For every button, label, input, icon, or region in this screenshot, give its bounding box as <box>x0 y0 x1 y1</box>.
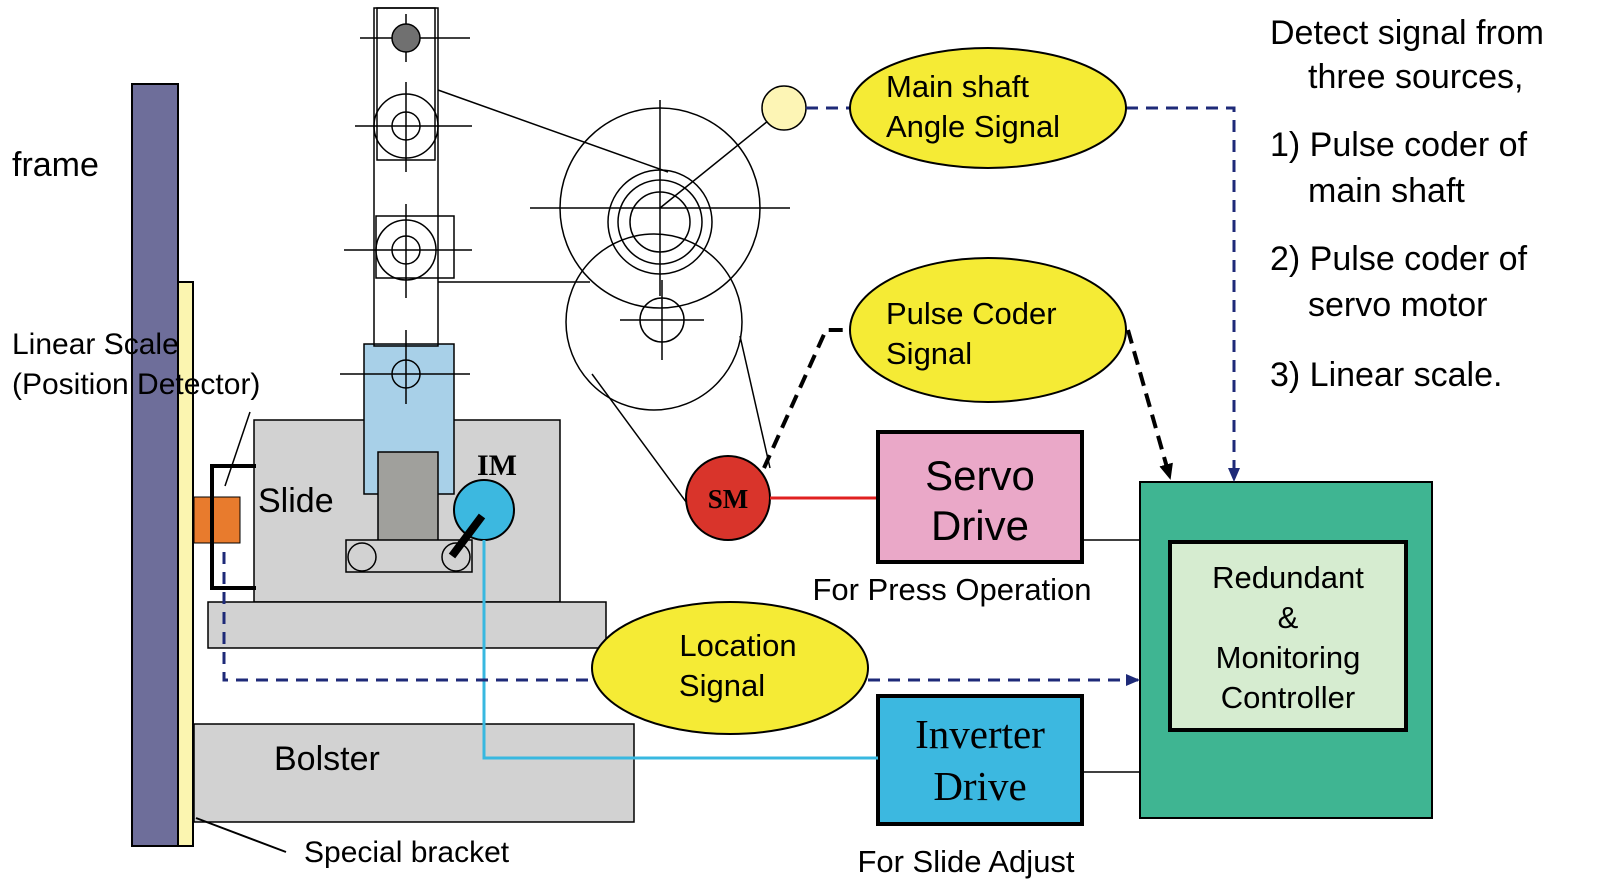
sensor-bracket <box>210 464 256 590</box>
inverter-drive-box <box>876 694 1084 826</box>
main-shaft-signal-ellipse <box>849 47 1127 169</box>
servo-drive-label-1: Servo <box>925 452 1035 499</box>
location-signal-ellipse <box>591 601 869 735</box>
special-bracket-label: Special bracket <box>304 836 510 869</box>
die-roller-left <box>347 542 377 572</box>
linear-scale-sensor <box>193 496 241 544</box>
main-shaft-signal-label-2: Angle Signal <box>886 109 1060 144</box>
special-bracket <box>177 281 194 847</box>
notes-line-2: three sources, <box>1308 58 1523 96</box>
location-signal-line-a <box>222 552 592 682</box>
for-press-operation-label: For Press Operation <box>812 572 1091 607</box>
pulse-coder-signal-label-2: Signal <box>886 336 972 371</box>
sm-label: SM <box>708 484 749 514</box>
notes-item-3: 3) Linear scale. <box>1270 356 1502 394</box>
controller-label-2: & <box>1278 600 1299 635</box>
notes-item-2-line-1: 2) Pulse coder of <box>1270 240 1528 278</box>
im-to-inverter-cable <box>482 540 878 760</box>
frame-column <box>131 83 179 847</box>
controller-label-4: Controller <box>1221 680 1355 715</box>
lower-pulley <box>565 233 743 411</box>
die-block <box>377 451 439 543</box>
main-shaft-signal-line-b <box>1126 106 1240 482</box>
controller-label-3: Monitoring <box>1216 640 1361 675</box>
pulse-coder-signal-label-1: Pulse Coder <box>886 296 1057 331</box>
inverter-drive-label-2: Drive <box>933 763 1026 809</box>
servo-drive-box <box>876 430 1084 564</box>
crank-arm <box>659 107 785 209</box>
servo-drive-label-2: Drive <box>931 502 1029 549</box>
notes-item-2-line-2: servo motor <box>1308 286 1488 324</box>
top-pivot <box>391 23 421 53</box>
main-shaft-sensor <box>761 85 807 131</box>
linear-scale-label-1: Linear Scale <box>12 328 179 361</box>
for-slide-adjust-label: For Slide Adjust <box>857 844 1074 879</box>
special-bracket-pointer <box>195 817 287 853</box>
inverter-drive-label-1: Inverter <box>915 711 1045 757</box>
linear-scale-label-2: (Position Detector) <box>12 368 260 401</box>
bolster-label: Bolster <box>274 740 380 778</box>
notes-item-1-line-1: 1) Pulse coder of <box>1270 126 1528 164</box>
notes-line-1: Detect signal from <box>1270 14 1544 52</box>
bolster-block <box>193 723 635 823</box>
pulse-coder-signal-line <box>762 328 852 469</box>
pulse-coder-to-controller <box>1126 329 1173 480</box>
main-shaft-signal-label-1: Main shaft <box>886 69 1029 104</box>
notes-item-1-line-2: main shaft <box>1308 172 1465 210</box>
controller-inner <box>1168 540 1408 732</box>
slide-plate <box>207 601 607 649</box>
pulse-coder-signal-ellipse <box>849 257 1127 403</box>
im-motor <box>453 479 515 541</box>
location-signal-label-1: Location <box>679 628 796 663</box>
controller-label-1: Redundant <box>1212 560 1364 595</box>
frame-label: frame <box>12 146 99 184</box>
slide-label: Slide <box>258 482 334 520</box>
location-signal-label-2: Signal <box>679 668 765 703</box>
im-label: IM <box>477 449 517 482</box>
